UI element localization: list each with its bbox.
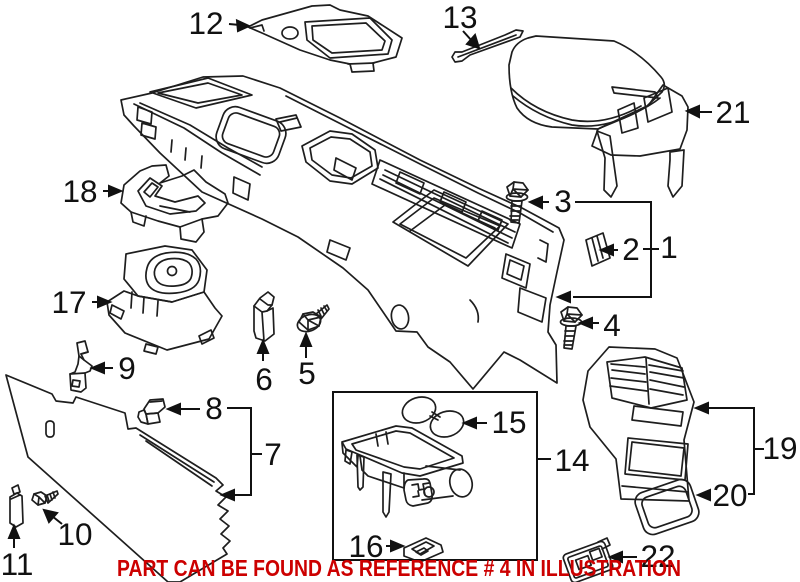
svg-text:2: 2 (622, 231, 640, 267)
svg-text:PART CAN BE FOUND AS REFERENCE: PART CAN BE FOUND AS REFERENCE # 4 IN IL… (117, 555, 681, 581)
svg-text:17: 17 (51, 284, 86, 320)
svg-text:8: 8 (205, 390, 223, 426)
svg-text:4: 4 (603, 307, 621, 343)
svg-text:19: 19 (762, 430, 797, 466)
svg-text:6: 6 (255, 361, 273, 397)
svg-text:7: 7 (264, 436, 282, 472)
svg-text:13: 13 (442, 0, 477, 35)
svg-text:12: 12 (188, 5, 223, 41)
svg-text:18: 18 (62, 173, 97, 209)
svg-text:5: 5 (298, 355, 316, 391)
svg-text:3: 3 (554, 183, 572, 219)
svg-text:21: 21 (715, 94, 750, 130)
svg-text:20: 20 (712, 477, 747, 513)
svg-text:1: 1 (660, 229, 678, 265)
svg-text:14: 14 (554, 442, 589, 478)
svg-text:10: 10 (57, 516, 92, 552)
svg-text:15: 15 (491, 404, 526, 440)
svg-text:22: 22 (640, 538, 675, 574)
svg-text:9: 9 (118, 350, 136, 386)
svg-text:16: 16 (348, 528, 383, 564)
svg-text:11: 11 (1, 546, 34, 582)
